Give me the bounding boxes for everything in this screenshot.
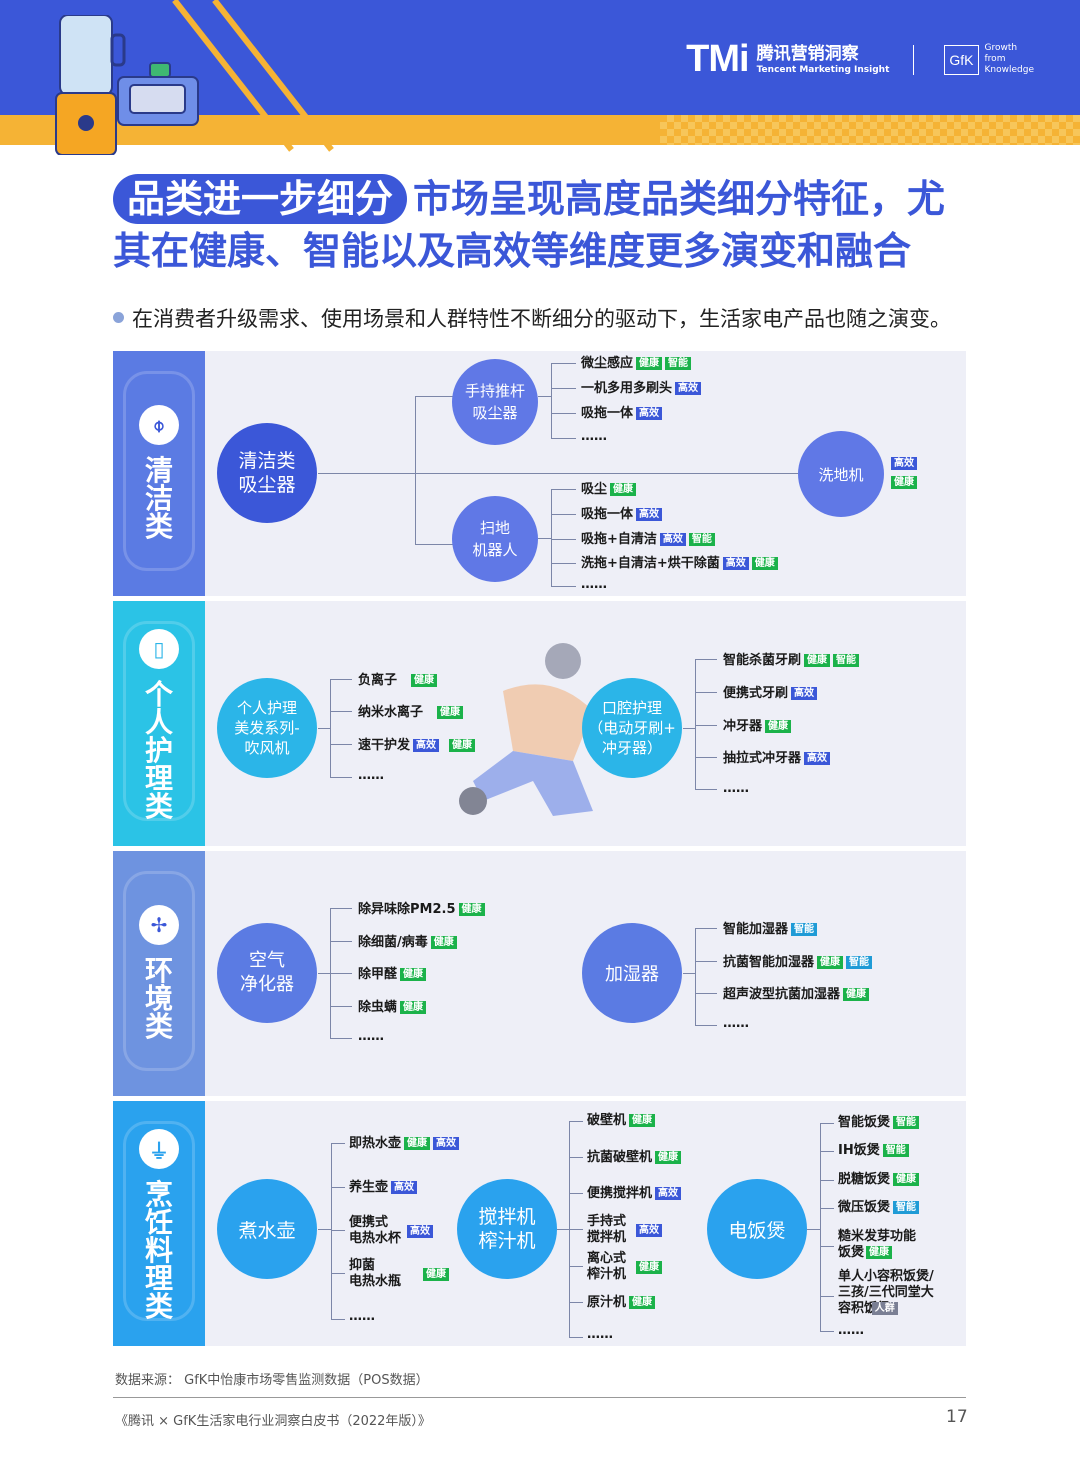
list-item: …… [358, 768, 384, 783]
intro-text: 在消费者升级需求、使用场景和人群特性不断细分的驱动下，生活家电产品也随之演变。 [113, 303, 951, 333]
list-item: 吸拖一体高效 [581, 406, 663, 422]
section-label: 环境类 [144, 954, 173, 1043]
list-item: 除甲醛健康 [358, 967, 427, 983]
list-item: …… [581, 429, 607, 444]
list-item: 纳米水离子健康 [358, 705, 464, 721]
list-item: …… [723, 781, 749, 796]
page-title: 品类进一步细分市场呈现高度品类细分特征，尤 其在健康、智能以及高效等维度更多演变… [113, 173, 983, 277]
list-item: …… [581, 577, 607, 592]
list-item: 便携式牙刷高效 [723, 686, 818, 702]
list-item: …… [723, 1016, 749, 1031]
gfk-slogan: Growth from Knowledge [984, 43, 1034, 75]
list-item: 超声波型抗菌加湿器健康 [723, 987, 870, 1003]
list-item: 便携搅拌机高效 [587, 1186, 682, 1202]
floor-washer-tags: 高效 [888, 456, 917, 472]
floor-washer-tags: 健康 [888, 475, 917, 491]
list-item: 智能饭煲智能 [838, 1115, 920, 1131]
oral-care-node: 口腔护理（电动牙刷+冲牙器） [582, 678, 682, 778]
list-item: 洗拖+自清洁+烘干除菌高效健康 [581, 556, 778, 572]
brand-cn: 腾讯营销洞察 [756, 43, 859, 64]
floor-washer-node: 洗地机 [798, 431, 884, 517]
list-item: 即热水壶健康高效 [349, 1136, 460, 1152]
list-item: 微尘感应健康智能 [581, 356, 692, 372]
list-item: 离心式 榨汁机健康 [587, 1251, 663, 1283]
appliance-illustration-icon [55, 15, 199, 155]
footer-divider [113, 1397, 966, 1398]
section-label: 烹饪料理类 [144, 1178, 173, 1323]
hair-dryer-node: 个人护理美发系列-吹风机 [217, 678, 317, 778]
section-cooking-sidebar: ⏚ 烹饪料理类 [113, 1101, 205, 1346]
list-item: 抽拉式冲牙器高效 [723, 751, 831, 767]
list-item: 智能加湿器智能 [723, 922, 818, 938]
list-item: 抑菌 电热水瓶健康 [349, 1258, 450, 1290]
handheld-vacuum-node: 手持推杆吸尘器 [452, 359, 538, 445]
list-item: 冲牙器健康 [723, 719, 792, 735]
kettle-node: 煮水壶 [217, 1179, 317, 1279]
list-item: 手持式 搅拌机高效 [587, 1214, 663, 1246]
list-item: 负离子健康 [358, 673, 438, 689]
list-item: 一机多用多刷头高效 [581, 381, 702, 397]
section-label: 个人护理类 [144, 678, 173, 823]
logo-divider [913, 44, 915, 75]
page-number: 17 [946, 1407, 968, 1427]
list-item: 速干护发高效健康 [358, 738, 476, 754]
list-item: 便携式 电热水杯高效 [349, 1215, 434, 1247]
bullet-dot-icon [113, 312, 124, 323]
section-cooking: ⏚ 烹饪料理类 煮水壶 搅拌机榨汁机 电饭煲 即热水壶健康高效 养生壶高效 便携… [113, 1101, 966, 1346]
title-pill: 品类进一步细分 [113, 174, 408, 224]
list-item: …… [587, 1327, 613, 1342]
tmi-logo: TMi [686, 38, 749, 80]
list-item: 糙米发芽功能 饭煲健康 [838, 1229, 917, 1260]
section-label: 清洁类 [144, 454, 173, 543]
brand-logos: TMi 腾讯营销洞察 Tencent Marketing Insight GfK… [686, 38, 1034, 81]
toothbrush-icon: ▯ [139, 629, 179, 669]
section-cleaning-sidebar: ⌽ 清洁类 [113, 351, 205, 596]
footer-title: 《腾讯 × GfK生活家电行业洞察白皮书（2022年版）》 [115, 1414, 431, 1429]
list-item: 抗菌智能加湿器健康智能 [723, 955, 873, 971]
cleaning-main-node: 清洁类吸尘器 [217, 423, 317, 523]
fan-icon: ✢ [139, 905, 179, 945]
list-item: 吸拖+自清洁高效智能 [581, 532, 715, 548]
list-item: 吸尘健康 [581, 482, 637, 498]
list-item: 智能杀菌牙刷健康智能 [723, 653, 860, 669]
blender-icon: ⏚ [139, 1129, 179, 1169]
list-item: 微压饭煲智能 [838, 1200, 920, 1216]
runner-illustration-icon [459, 643, 593, 816]
section-cleaning: ⌽ 清洁类 清洁类吸尘器 手持推杆吸尘器 扫地机器人 洗地机 高效 健康 微尘感… [113, 351, 966, 596]
list-item: 吸拖一体高效 [581, 507, 663, 523]
list-item: IH饭煲智能 [838, 1143, 909, 1159]
brand-en: Tencent Marketing Insight [756, 64, 890, 75]
list-item: 脱糖饭煲健康 [838, 1172, 920, 1188]
section-personal-sidebar: ▯ 个人护理类 [113, 601, 205, 846]
robot-vacuum-node: 扫地机器人 [452, 496, 538, 582]
list-item: 抗菌破壁机健康 [587, 1150, 682, 1166]
section-environment-sidebar: ✢ 环境类 [113, 851, 205, 1096]
gfk-logo: GfK [944, 44, 979, 75]
humidifier-node: 加湿器 [582, 923, 682, 1023]
air-purifier-node: 空气净化器 [217, 923, 317, 1023]
list-item: …… [349, 1309, 375, 1324]
list-item: 原汁机健康 [587, 1295, 656, 1311]
section-personal-care: ▯ 个人护理类 个人护理美发系列-吹风机 口腔护理（电动牙刷+冲牙器） 负离子健… [113, 601, 966, 846]
list-item: …… [358, 1029, 384, 1044]
list-item: 除细菌/病毒健康 [358, 935, 457, 951]
list-item: 单人小容积饭煲/ 三孩/三代同堂大 容积饭煲人群 [838, 1269, 934, 1316]
list-item: 除虫螨健康 [358, 1000, 427, 1016]
list-item: 破壁机健康 [587, 1113, 656, 1129]
list-item: 养生壶高效 [349, 1180, 418, 1196]
data-source: 数据来源： GfK中怡康市场零售监测数据（POS数据） [115, 1373, 429, 1388]
blender-node: 搅拌机榨汁机 [457, 1179, 557, 1279]
rice-cooker-node: 电饭煲 [707, 1179, 807, 1279]
list-item: …… [838, 1323, 864, 1338]
vacuum-icon: ⌽ [139, 405, 179, 445]
